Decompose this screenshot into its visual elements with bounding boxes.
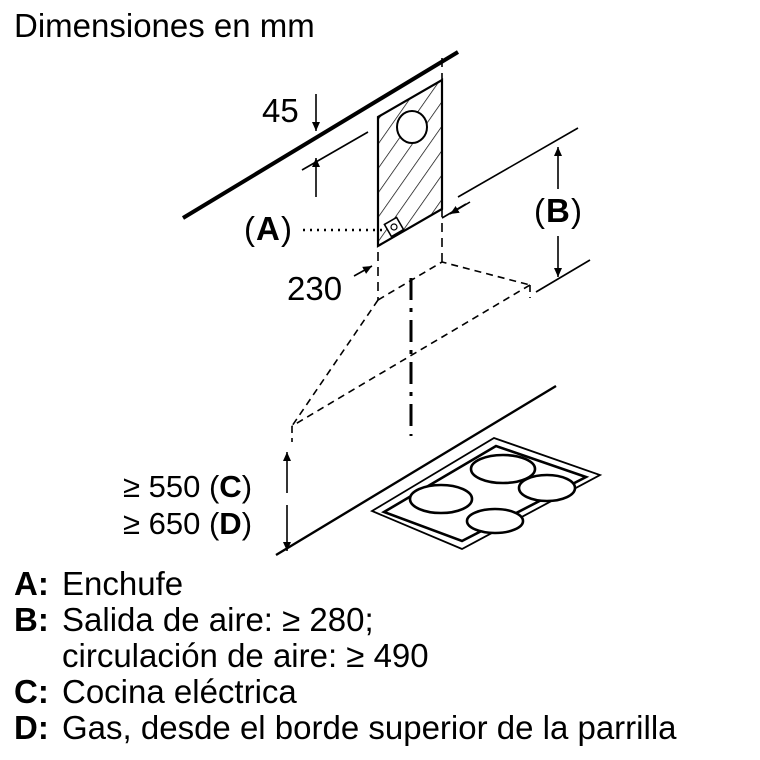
hood-outline bbox=[291, 261, 531, 442]
ceiling-line bbox=[181, 50, 460, 220]
legend-row-c: C:Cocina eléctrica bbox=[14, 673, 297, 710]
cooktop bbox=[370, 437, 603, 550]
legend-row-b-continued: circulación de aire: ≥ 490 bbox=[62, 637, 429, 674]
label-b: B bbox=[546, 192, 570, 229]
installation-diagram: 45 ( A ) 230 ( B ) ≥ 550 (C) ≥ 650 (D) bbox=[123, 50, 603, 557]
legend-row-b: B:Salida de aire: ≥ 280; bbox=[14, 601, 374, 638]
dimension-230-label: 230 bbox=[287, 270, 342, 307]
countertop-line bbox=[275, 384, 557, 557]
label-b-open: ( bbox=[534, 192, 545, 229]
label-a: A bbox=[256, 210, 280, 247]
burner-back-left-icon bbox=[469, 453, 537, 485]
dimension-b bbox=[457, 127, 591, 293]
legend: A:Enchufe B:Salida de aire: ≥ 280; circu… bbox=[14, 566, 677, 746]
burner-front-left-icon bbox=[408, 483, 474, 515]
burner-front-right-icon bbox=[465, 507, 525, 535]
air-outlet-icon bbox=[396, 110, 428, 144]
legend-row-a: A:Enchufe bbox=[14, 565, 184, 602]
chimney-body bbox=[376, 58, 444, 300]
clearance-d-label: ≥ 650 (D) bbox=[123, 506, 252, 541]
dimension-230 bbox=[353, 201, 471, 277]
dimension-45-label: 45 bbox=[262, 92, 299, 129]
legend-row-d: D:Gas, desde el borde superior de la par… bbox=[14, 709, 677, 746]
label-a-close: ) bbox=[281, 210, 292, 247]
label-b-close: ) bbox=[571, 192, 582, 229]
socket-icon bbox=[383, 216, 405, 238]
label-a-open: ( bbox=[244, 210, 255, 247]
dimension-45 bbox=[301, 94, 369, 197]
diagram-title: Dimensiones en mm bbox=[14, 7, 315, 44]
burner-back-right-icon bbox=[517, 473, 577, 503]
clearance-c-label: ≥ 550 (C) bbox=[123, 469, 252, 504]
